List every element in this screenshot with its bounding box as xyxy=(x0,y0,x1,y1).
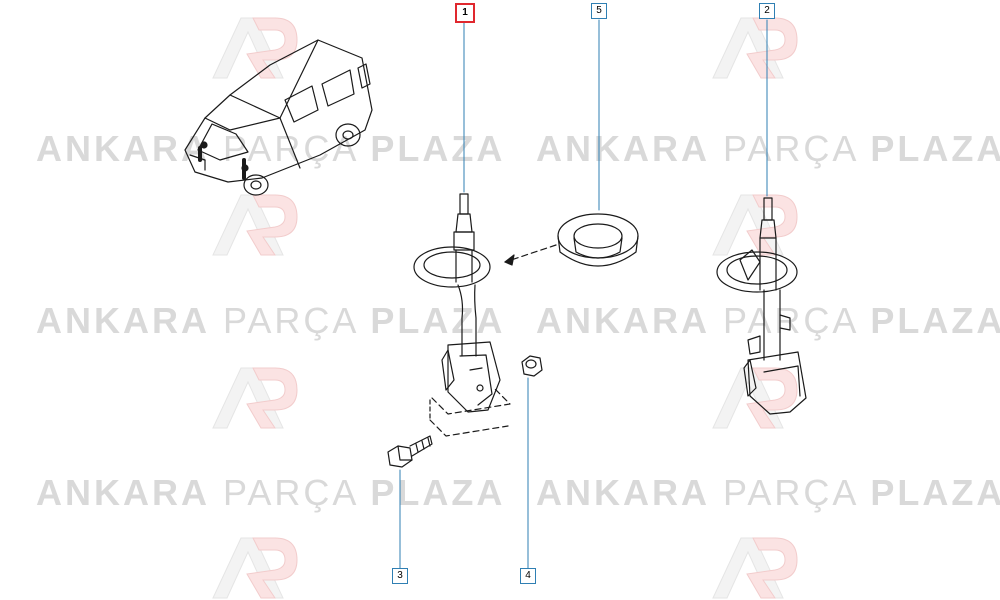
van-illustration xyxy=(184,39,373,196)
nut-4 xyxy=(521,355,543,377)
watermark-text: ANKARA PARÇA PLAZA xyxy=(536,300,1000,341)
callout-part-4[interactable]: 4 xyxy=(520,568,536,584)
shock-absorber-1 xyxy=(413,193,501,413)
spring-seat-5 xyxy=(557,213,639,267)
bolt-3 xyxy=(387,435,433,468)
watermark-text: ANKARA PARÇA PLAZA xyxy=(36,300,506,341)
callout-leaders xyxy=(399,19,768,569)
watermark-text: ANKARA PARÇA PLAZA xyxy=(536,128,1000,169)
watermark-text: ANKARA PARÇA PLAZA xyxy=(36,472,506,513)
watermark-text: ANKARA PARÇA PLAZA xyxy=(536,472,1000,513)
callout-part-2[interactable]: 2 xyxy=(759,3,775,19)
callout-part-1[interactable]: 1 xyxy=(455,3,475,23)
callout-part-3[interactable]: 3 xyxy=(392,568,408,584)
callout-part-5[interactable]: 5 xyxy=(591,3,607,19)
shock-absorber-2 xyxy=(716,197,807,415)
